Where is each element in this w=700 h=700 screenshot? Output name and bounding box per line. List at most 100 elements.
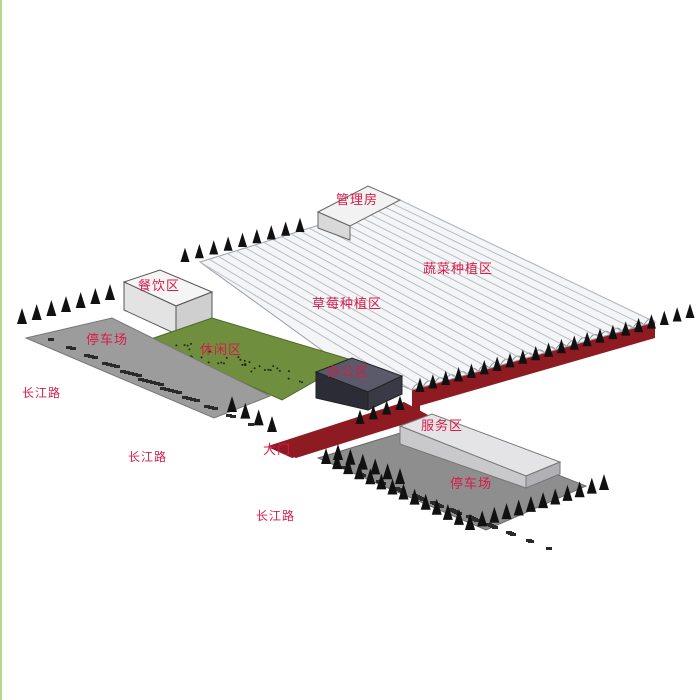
parked-car — [150, 381, 156, 384]
parked-car — [164, 388, 170, 391]
greenhouse-ridge — [399, 199, 656, 323]
greenhouse-ridge — [281, 236, 512, 363]
greenhouse-ridge — [345, 216, 589, 341]
left-edge-strip — [0, 0, 2, 700]
tree — [321, 448, 331, 464]
label-main-gate: 大门 — [263, 443, 292, 458]
parked-car — [128, 372, 134, 375]
lawn-dot — [225, 356, 228, 359]
greenhouse-ridge — [263, 241, 490, 369]
parked-car — [168, 389, 174, 392]
lawn-dot — [200, 356, 203, 359]
greenhouse-ridge — [245, 247, 468, 375]
tree — [538, 492, 549, 509]
tree — [415, 377, 425, 392]
tree — [17, 308, 27, 324]
parked-car — [176, 391, 182, 394]
tree — [370, 458, 381, 475]
tree — [368, 404, 378, 420]
tree — [395, 468, 405, 484]
tree — [441, 370, 451, 385]
greenhouse-ridge — [363, 210, 612, 335]
tree — [685, 303, 695, 318]
lawn-dot — [272, 365, 275, 368]
label-office-zone: 办公区 — [327, 365, 370, 380]
tree — [354, 463, 365, 480]
tree — [420, 493, 431, 510]
parked-car — [88, 355, 94, 358]
parked-car — [186, 397, 192, 400]
tree — [525, 495, 536, 512]
tree — [382, 400, 392, 415]
tree — [428, 374, 438, 389]
dining-building — [122, 269, 214, 335]
tree — [227, 396, 237, 412]
parked-car — [248, 423, 254, 426]
parked-car — [110, 364, 116, 367]
parked-car — [84, 354, 90, 357]
tree — [281, 221, 291, 236]
tree — [505, 352, 515, 368]
parked-car — [190, 398, 196, 401]
lawn-dot — [298, 380, 301, 383]
lawn-dot — [207, 361, 210, 364]
tree — [442, 503, 453, 520]
parked-car — [510, 533, 516, 536]
lawn-dot — [258, 365, 261, 368]
lawn-dot — [267, 368, 270, 371]
parked-car — [230, 415, 236, 418]
tree — [194, 243, 204, 259]
tree — [382, 463, 393, 480]
tree — [240, 402, 251, 419]
service-building — [398, 413, 562, 489]
greenhouse-ridge — [236, 250, 457, 379]
parked-car — [492, 526, 498, 529]
tree — [582, 331, 592, 347]
lawn-dot — [237, 356, 240, 359]
tree — [634, 317, 644, 333]
greenhouse-ridge — [227, 253, 446, 382]
parked-car — [136, 374, 142, 377]
service-side — [525, 461, 561, 489]
tree — [465, 514, 475, 530]
tree — [295, 217, 305, 232]
greenhouse-ridge — [336, 219, 578, 345]
parked-car — [154, 382, 160, 385]
parked-car — [194, 399, 200, 402]
parked-car — [120, 370, 126, 373]
office-building — [314, 357, 404, 411]
parked-car — [420, 498, 426, 501]
label-road-2: 长江路 — [128, 450, 168, 464]
management-room-front — [317, 211, 351, 241]
greenhouse-ridge — [354, 213, 600, 338]
lawn-dot — [244, 363, 247, 366]
tree — [46, 300, 57, 316]
label-dining-zone: 餐饮区 — [138, 279, 181, 294]
tree — [574, 481, 585, 498]
tree — [252, 228, 262, 244]
parked-car — [212, 407, 218, 410]
tree — [489, 506, 500, 523]
tree — [544, 342, 554, 357]
tree — [531, 345, 541, 361]
tree — [562, 484, 573, 501]
label-management-room: 管理房 — [336, 193, 379, 208]
label-vegetable-zone: 蔬菜种植区 — [423, 262, 494, 277]
lawn-dot — [239, 358, 242, 361]
management-room-building — [316, 185, 402, 241]
greenhouse-ridge — [208, 258, 424, 388]
parked-car — [438, 505, 444, 508]
lawn-dot — [278, 369, 281, 372]
tree — [672, 307, 682, 322]
greenhouse-ridge — [308, 227, 545, 354]
parked-car — [546, 547, 552, 550]
parked-car — [48, 338, 54, 341]
parking-lot-left — [24, 317, 272, 419]
parked-car — [158, 383, 164, 386]
parked-car — [66, 346, 72, 349]
tree — [61, 296, 71, 312]
tree — [492, 356, 502, 371]
tree — [646, 314, 656, 329]
parking-left-cars — [48, 338, 254, 426]
tree — [343, 458, 354, 475]
